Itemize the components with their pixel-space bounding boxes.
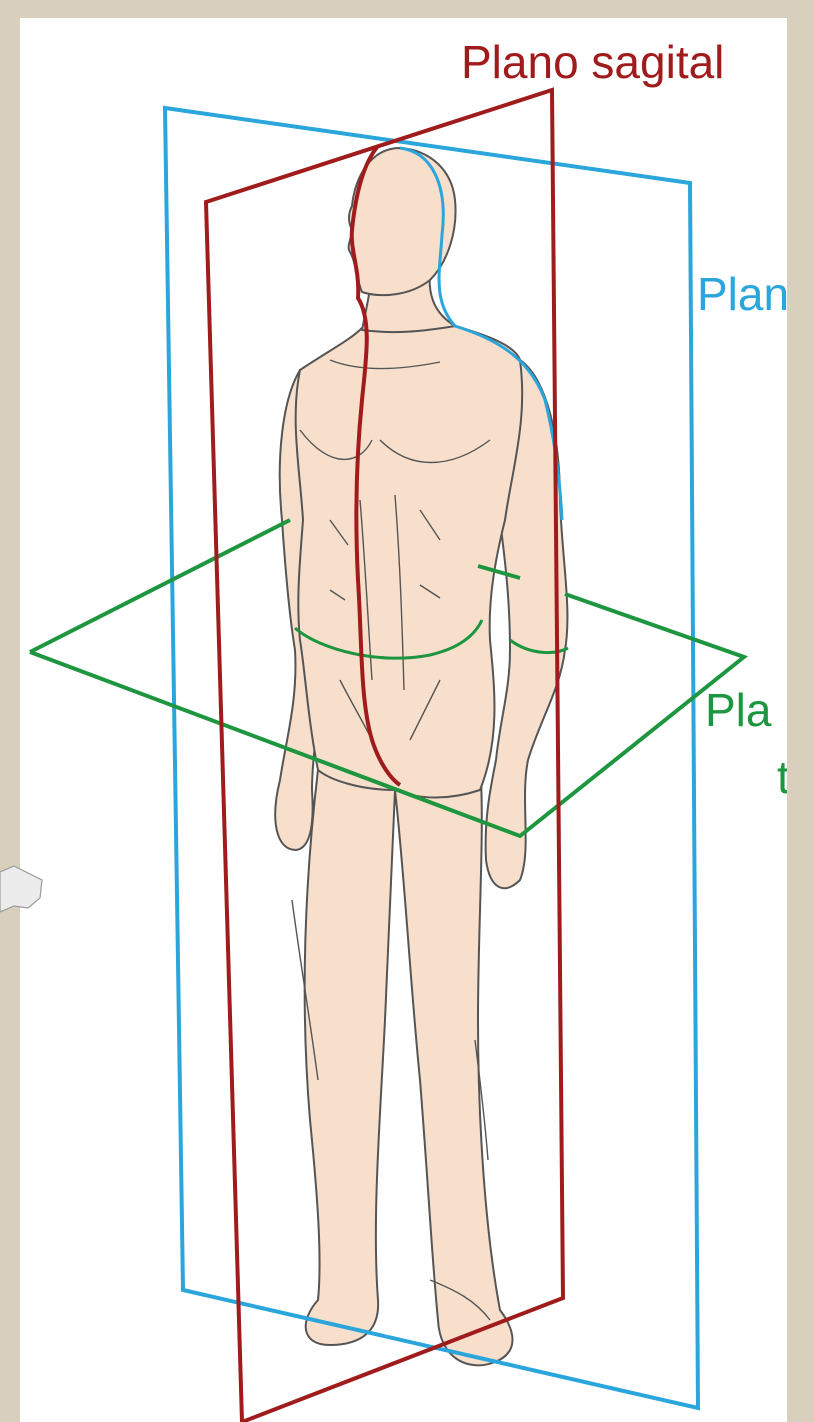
right-frame-edge [787, 0, 814, 1422]
transverse-plane-label: Pla [705, 684, 772, 736]
frontal-plane-label: Plan [697, 268, 789, 320]
torso [296, 326, 523, 798]
sagittal-plane-label: Plano sagital [461, 36, 724, 88]
